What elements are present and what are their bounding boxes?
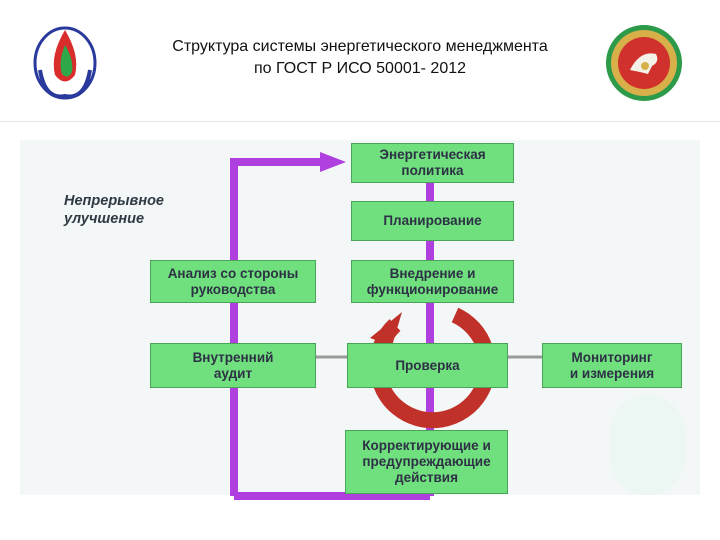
watermark-shape xyxy=(610,395,685,495)
planning-box: Планирование xyxy=(351,201,514,241)
corrective-actions-box: Корректирующие и предупреждающие действи… xyxy=(345,430,508,494)
monitoring-box: Мониторинг и измерения xyxy=(542,343,682,388)
tatarstan-emblem xyxy=(606,25,682,101)
energy-drop-hands-logo xyxy=(33,26,97,100)
checking-box: Проверка xyxy=(347,343,508,388)
title-line-2: по ГОСТ Р ИСО 50001- 2012 xyxy=(253,60,467,77)
management-review-box: Анализ со стороны руководства xyxy=(150,260,316,303)
implementation-box: Внедрение и функционирование xyxy=(351,260,514,303)
title-line-1: Структура системы энергетического менедж… xyxy=(172,38,548,55)
continuous-improvement-label: Непрерывное улучшение xyxy=(64,193,164,227)
energy-policy-box: Энергетическая политика xyxy=(351,143,514,183)
internal-audit-box: Внутренний аудит xyxy=(150,343,316,388)
arrow-to-policy xyxy=(320,152,346,172)
header-divider xyxy=(0,121,720,122)
